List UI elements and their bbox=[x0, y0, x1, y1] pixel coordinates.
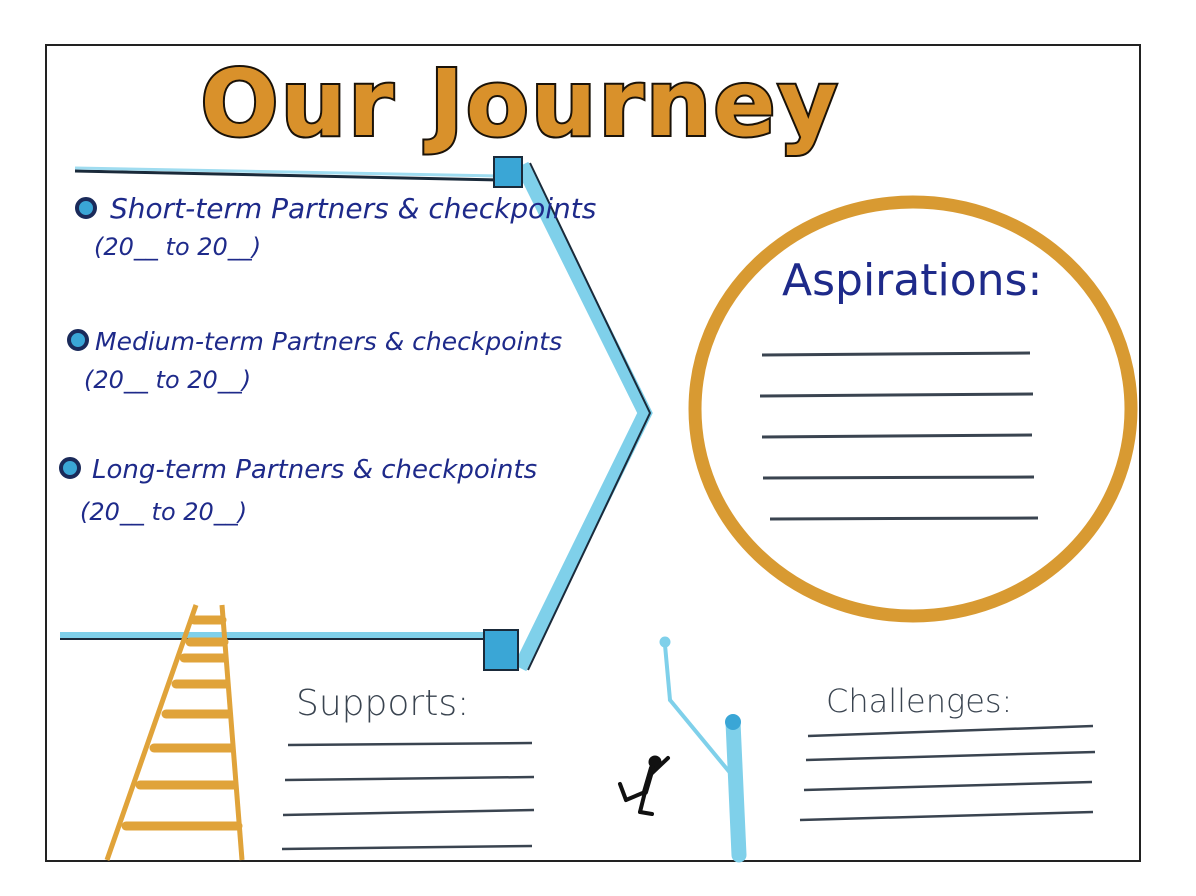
milestone-range: (20__ to 20__) bbox=[94, 233, 261, 261]
milestone-item: Short-term Partners & checkpoints (20__ … bbox=[75, 192, 596, 261]
supports-heading: Supports: bbox=[296, 683, 469, 724]
title-group: Our Journey bbox=[198, 48, 839, 159]
supports-section: Supports: bbox=[281, 683, 535, 851]
milestone-label: Long-term Partners & checkpoints bbox=[92, 455, 537, 485]
milestone-label: Medium-term Partners & checkpoints bbox=[95, 327, 562, 356]
milestone-label: Short-term Partners & checkpoints bbox=[110, 192, 596, 225]
aspirations-circle bbox=[688, 195, 1138, 623]
bullet-dot-icon bbox=[67, 329, 89, 351]
climbing-figure-icon bbox=[618, 755, 670, 816]
milestone-range: (20__ to 20__) bbox=[80, 498, 247, 526]
aspirations-heading: Aspirations: bbox=[782, 255, 1042, 306]
aspirations-section: Aspirations: bbox=[688, 195, 1138, 623]
bullet-dot-icon bbox=[59, 457, 81, 479]
challenges-lines bbox=[799, 724, 1096, 822]
arrow-chevron bbox=[60, 156, 653, 672]
ladder-icon bbox=[104, 604, 245, 861]
page-title: Our Journey bbox=[200, 50, 839, 157]
arrow-cap-top bbox=[493, 156, 523, 188]
poster-frame bbox=[45, 44, 1141, 862]
rope-pole-icon bbox=[659, 636, 747, 863]
milestone-range: (20__ to 20__) bbox=[84, 366, 251, 394]
milestone-item: Long-term Partners & checkpoints (20__ t… bbox=[59, 455, 537, 526]
arrow-cap-bottom bbox=[483, 629, 519, 671]
challenges-section: Challenges: bbox=[799, 682, 1096, 822]
supports-lines bbox=[281, 741, 535, 851]
aspirations-lines bbox=[759, 351, 1039, 521]
milestone-item: Medium-term Partners & checkpoints (20__… bbox=[67, 327, 562, 394]
bullet-dot-icon bbox=[75, 197, 97, 219]
challenges-heading: Challenges: bbox=[826, 682, 1012, 720]
milestone-list: Short-term Partners & checkpoints (20__ … bbox=[59, 192, 596, 526]
